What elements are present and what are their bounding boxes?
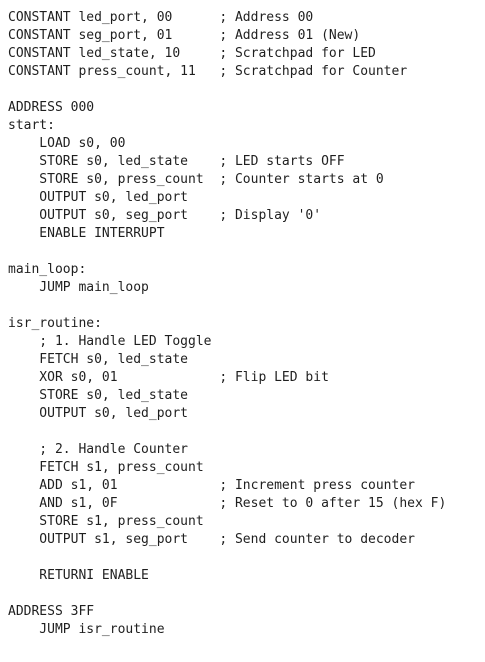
code-line: ENABLE INTERRUPT [8, 226, 165, 241]
code-line [8, 549, 485, 567]
code-line: ADD s1, 01 ; Increment press counter [8, 478, 415, 493]
code-line: CONSTANT seg_port, 01 ; Address 01 (New) [8, 28, 361, 43]
code-line: OUTPUT s0, led_port [8, 406, 189, 421]
code-line: RETURNI ENABLE [8, 568, 149, 583]
code-line: STORE s0, press_count ; Counter starts a… [8, 172, 384, 187]
code-line: OUTPUT s0, led_port [8, 190, 189, 205]
code-line: XOR s0, 01 ; Flip LED bit [8, 370, 329, 385]
code-line [8, 243, 485, 261]
code-line: CONSTANT led_port, 00 ; Address 00 [8, 10, 314, 25]
code-line: start: [8, 118, 55, 133]
code-line: FETCH s1, press_count [8, 460, 204, 475]
code-line: ; 2. Handle Counter [8, 442, 189, 457]
code-line: LOAD s0, 00 [8, 136, 126, 151]
code-line: main_loop: [8, 262, 87, 277]
code-line: ADDRESS 000 [8, 100, 95, 115]
code-block: CONSTANT led_port, 00 ; Address 00 CONST… [8, 9, 485, 639]
code-line: STORE s1, press_count [8, 514, 204, 529]
code-line: FETCH s0, led_state [8, 352, 189, 367]
code-line: CONSTANT press_count, 11 ; Scratchpad fo… [8, 64, 408, 79]
code-line [8, 423, 485, 441]
code-line: CONSTANT led_state, 10 ; Scratchpad for … [8, 46, 376, 61]
code-line: JUMP isr_routine [8, 622, 165, 637]
code-line [8, 297, 485, 315]
code-line: ADDRESS 3FF [8, 604, 95, 619]
code-line: OUTPUT s0, seg_port ; Display '0' [8, 208, 322, 223]
code-line: OUTPUT s1, seg_port ; Send counter to de… [8, 532, 415, 547]
code-line: AND s1, 0F ; Reset to 0 after 15 (hex F) [8, 496, 447, 511]
code-line [8, 585, 485, 603]
code-line: JUMP main_loop [8, 280, 149, 295]
code-line: STORE s0, led_state [8, 388, 189, 403]
code-line: STORE s0, led_state ; LED starts OFF [8, 154, 345, 169]
code-line: ; 1. Handle LED Toggle [8, 334, 212, 349]
code-line [8, 81, 485, 99]
code-line: isr_routine: [8, 316, 102, 331]
